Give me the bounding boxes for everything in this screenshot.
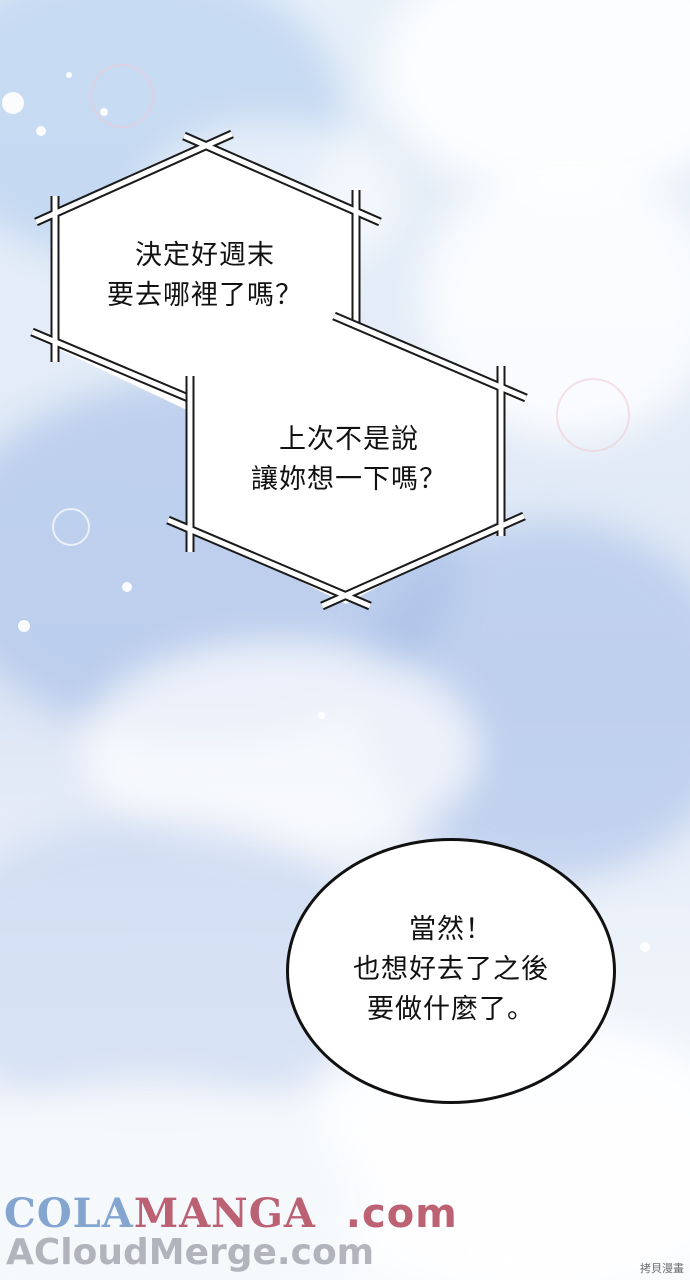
bubble-line: 要做什麼了。 xyxy=(367,994,535,1025)
bubble-text-middle: 上次不是說 讓妳想一下嗎？ xyxy=(220,420,478,500)
watermark-credit: 拷貝漫畫 xyxy=(640,1262,684,1275)
bubble-line: 要去哪裡了嗎？ xyxy=(107,280,303,311)
sparkle xyxy=(36,126,46,136)
watermark-manga: MANGA xyxy=(133,1190,316,1237)
hexagon-bubble-middle xyxy=(166,311,528,611)
bokeh-ring xyxy=(90,64,154,128)
sparkle xyxy=(66,72,72,78)
bubble-line: 上次不是說 xyxy=(279,424,419,455)
bubble-line: 當然！ xyxy=(409,914,493,945)
bubble-text-oval: 當然！ 也想好去了之後 要做什麼了。 xyxy=(306,910,596,1030)
bubble-line: 決定好週末 xyxy=(135,240,275,271)
watermark-acloudmerge: ACloudMerge.com xyxy=(6,1232,375,1273)
sparkle xyxy=(318,712,325,719)
sparkle xyxy=(2,92,24,114)
bubble-line: 讓妳想一下嗎？ xyxy=(251,464,447,495)
sparkle xyxy=(122,582,132,592)
sparkle xyxy=(640,942,650,952)
bubble-line: 也想好去了之後 xyxy=(353,954,549,985)
bokeh-ring xyxy=(556,378,630,452)
sparkle xyxy=(18,620,30,632)
bokeh-ring xyxy=(470,1232,508,1270)
watermark-cola: COLA xyxy=(4,1190,134,1237)
watermark-colamanga: COLAMANGA .com xyxy=(4,1190,458,1237)
watermark-dotcom: .com xyxy=(345,1191,458,1237)
bokeh-ring xyxy=(52,508,90,546)
oval-bubble xyxy=(286,838,616,1104)
bubble-text-top: 決定好週末 要去哪裡了嗎？ xyxy=(80,236,330,316)
